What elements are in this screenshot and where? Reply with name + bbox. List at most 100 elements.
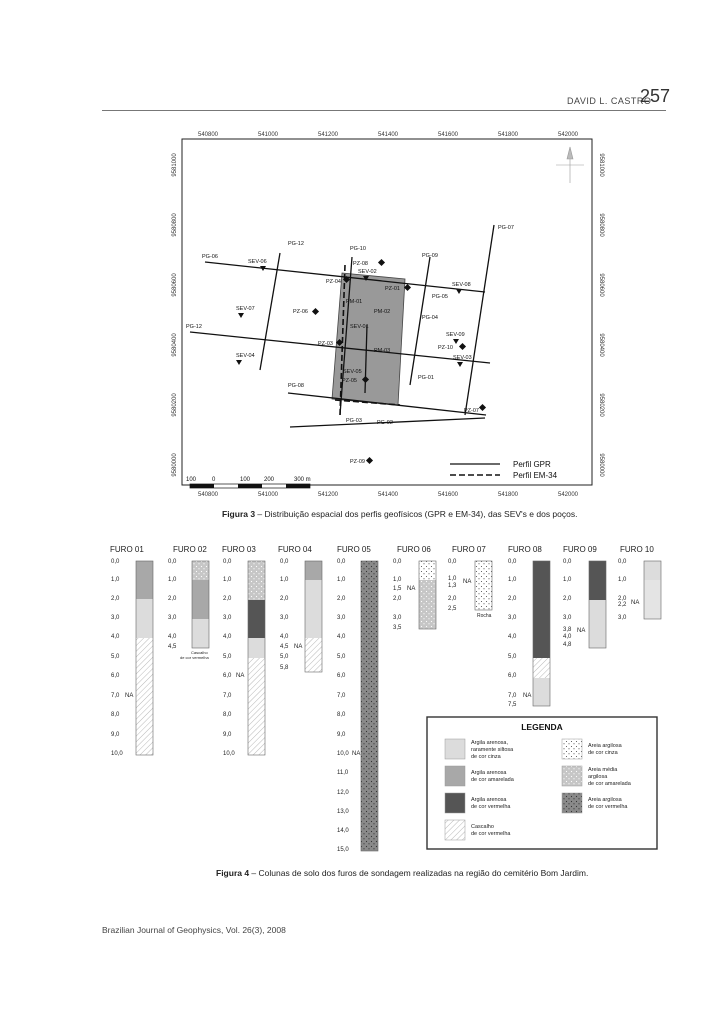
- x-tick-label: 541600: [438, 492, 459, 498]
- journal-footer: Brazilian Journal of Geophysics, Vol. 26…: [102, 925, 286, 935]
- x-tick-label: 542000: [558, 492, 579, 498]
- furo-title: FURO 10: [620, 545, 654, 554]
- furo-title: FURO 06: [397, 545, 431, 554]
- depth-tick: 5,0: [280, 654, 289, 660]
- legend-text: argilosa: [588, 774, 608, 780]
- y-tick-label: 9580600: [172, 273, 178, 297]
- x-axis-bottom-ticks: 540800 541000 541200 541400 541600 54180…: [198, 492, 579, 498]
- furo-title: FURO 07: [452, 545, 486, 554]
- profile-label: PG-07: [498, 225, 514, 231]
- na-label: NA: [631, 600, 639, 606]
- na-label: NA: [236, 673, 244, 679]
- depth-tick: 3,0: [618, 615, 627, 621]
- depth-tick: 11,0: [337, 770, 349, 776]
- x-tick-label: 541200: [318, 132, 339, 138]
- scale-bar: 100 0 100 200 300 m: [186, 477, 311, 489]
- depth-tick: 6,0: [223, 673, 232, 679]
- depth-tick: 0,0: [168, 559, 177, 565]
- x-tick-label: 541400: [378, 492, 399, 498]
- depth-tick: 2,0: [563, 596, 572, 602]
- profile-label: PG-08: [288, 383, 304, 389]
- legend-text: de cor cinza: [471, 754, 502, 760]
- depth-tick: 6,0: [508, 673, 517, 679]
- depth-tick: 5,0: [223, 654, 232, 660]
- x-tick-label: 541800: [498, 132, 519, 138]
- profile-lines: [189, 224, 495, 428]
- x-axis-top-ticks: 540800 541000 541200 541400 541600 54180…: [198, 132, 579, 138]
- legend-gpr: Perfil GPR: [513, 460, 551, 469]
- furo-title: FURO 05: [337, 545, 371, 554]
- depth-tick: 4,0: [280, 634, 289, 640]
- depth-tick: 0,0: [337, 559, 346, 565]
- pz-label: PZ-03: [318, 341, 333, 347]
- depth-tick: 0,0: [393, 559, 402, 565]
- pz-label: PZ-09: [350, 459, 365, 465]
- y-tick-label: 9580800: [172, 213, 178, 237]
- depth-tick: 1,0: [618, 577, 627, 583]
- legend-text: Areia argilosa: [588, 797, 623, 803]
- depth-tick: 7,5: [508, 702, 517, 708]
- depth-tick: 2,0: [448, 596, 457, 602]
- x-tick-label: 540800: [198, 492, 219, 498]
- depth-tick: 4,8: [563, 642, 572, 648]
- y-tick-label: 9580400: [172, 333, 178, 357]
- legend-title: LEGENDA: [521, 722, 563, 732]
- pz-label: PZ-05: [342, 378, 357, 384]
- y-tick-label: 9580000: [172, 453, 178, 477]
- header-rule: [102, 110, 666, 111]
- caption-text: – Distribuição espacial dos perfis geofí…: [255, 509, 578, 519]
- furo-title: FURO 02: [173, 545, 207, 554]
- profile-label: PG-01: [418, 375, 434, 381]
- profile-label: PG-02: [377, 420, 393, 426]
- furo-title: FURO 01: [110, 545, 144, 554]
- depth-tick: 0,0: [223, 559, 232, 565]
- legend-text: Cascalho: [471, 824, 494, 830]
- sev-label: SEV-03: [453, 355, 472, 361]
- depth-tick: 4,0: [223, 634, 232, 640]
- sev-label: SEV-06: [248, 259, 267, 265]
- scale-label: 200: [264, 477, 275, 483]
- depth-tick: 0,0: [448, 559, 457, 565]
- soil-legend: LEGENDA Argila arenosa, raramente siltos…: [426, 716, 658, 850]
- depth-tick: 8,0: [223, 712, 232, 718]
- depth-tick: 7,0: [508, 693, 517, 699]
- depth-tick: 2,0: [111, 596, 120, 602]
- furo-note: Rocha: [477, 613, 492, 619]
- depth-tick: 1,0: [563, 577, 572, 583]
- figure-3-map: 540800 541000 541200 541400 541600 54180…: [172, 132, 604, 498]
- na-label: NA: [407, 586, 415, 592]
- depth-tick: 12,0: [337, 790, 349, 796]
- depth-tick: 1,0: [337, 577, 346, 583]
- pz-label: PZ-06: [293, 309, 308, 315]
- depth-tick: 6,0: [337, 673, 346, 679]
- depth-tick: 5,8: [280, 665, 289, 671]
- depth-tick: 3,0: [337, 615, 346, 621]
- depth-tick: 9,0: [337, 732, 346, 738]
- pz-label: PZ-07: [464, 408, 479, 414]
- depth-tick: 2,2: [618, 602, 627, 608]
- sev-label: SEV-07: [236, 306, 255, 312]
- running-header-author: DAVID L. CASTRO: [567, 96, 652, 106]
- y-tick-label: 9580600: [598, 273, 604, 297]
- legend-text: Argila arenosa: [471, 797, 507, 803]
- pm-label: PM-01: [346, 299, 362, 305]
- depth-tick: 3,0: [280, 615, 289, 621]
- furo-title: FURO 03: [222, 545, 256, 554]
- depth-tick: 5,0: [111, 654, 120, 660]
- pz-label: PZ-10: [438, 345, 453, 351]
- profile-label: PG-12: [288, 241, 304, 247]
- depth-tick: 2,0: [223, 596, 232, 602]
- depth-tick: 1,0: [168, 577, 177, 583]
- profile-label: PG-10: [350, 246, 366, 252]
- sev-label: SEV-02: [358, 269, 377, 275]
- sev-label: SEV-04: [236, 353, 255, 359]
- na-label: NA: [463, 579, 471, 585]
- depth-tick: 1,5: [393, 586, 402, 592]
- furo-02: FURO 02 0,0 1,0 2,0 3,0 4,0 4,5 Cascalho…: [168, 545, 209, 660]
- depth-tick: 3,8: [563, 627, 572, 633]
- y-tick-label: 9580200: [598, 393, 604, 417]
- depth-tick: 2,0: [393, 596, 402, 602]
- y-tick-label: 9581000: [598, 153, 604, 177]
- depth-tick: 1,0: [393, 577, 402, 583]
- depth-tick: 4,5: [280, 644, 289, 650]
